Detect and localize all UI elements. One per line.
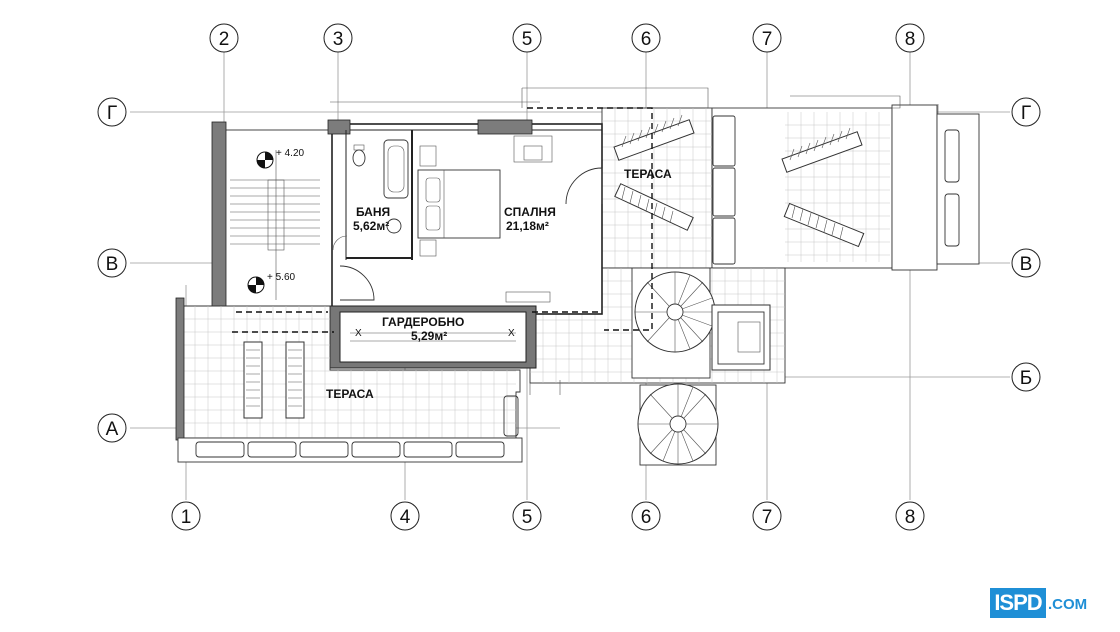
- axis-bubble-right-v: В: [1011, 248, 1041, 278]
- axis-label: 6: [641, 29, 652, 50]
- axis-bubble-left-a: А: [97, 413, 127, 443]
- level-label: + 5.60: [267, 272, 296, 283]
- axis-bubble-left-g: Г: [97, 97, 127, 127]
- sun-lounger-icon: [285, 341, 305, 419]
- room-label-bedroom: СПАЛНЯ: [504, 205, 556, 219]
- axis-bubble-bottom-6: 6: [631, 501, 661, 531]
- room-label-terrace-upper: ТЕРАСА: [624, 167, 672, 181]
- room-label-terrace-lower: ТЕРАСА: [326, 387, 374, 401]
- axis-bubble-top-6: 6: [631, 23, 661, 53]
- axis-label: 6: [641, 507, 652, 528]
- room-area-bedroom: 21,18м²: [506, 219, 549, 233]
- room-area-bathroom: 5,62м²: [353, 219, 389, 233]
- axis-label: 7: [762, 29, 773, 50]
- wall: [211, 121, 227, 335]
- door-mark: X: [508, 328, 515, 339]
- axis-bubble-top-2: 2: [209, 23, 239, 53]
- sun-lounger-icon: [614, 183, 694, 231]
- outline-edges: [529, 95, 939, 395]
- spiral-staircase-icon: [634, 271, 716, 353]
- logo-badge: ISPD: [990, 588, 1046, 618]
- axis-label: Г: [107, 103, 117, 124]
- door-mark: X: [355, 328, 362, 339]
- lower-terrace-area: [175, 297, 523, 463]
- axis-bubble-top-7: 7: [752, 23, 782, 53]
- deck-area: [529, 267, 786, 466]
- room-area-wardrobe: 5,29м²: [411, 329, 447, 343]
- axis-bubble-bottom-8: 8: [895, 501, 925, 531]
- wardrobe: X X: [329, 305, 537, 369]
- room-label-bathroom: БАНЯ: [356, 205, 390, 219]
- stair-hall: [211, 121, 333, 335]
- axis-label: 3: [333, 29, 344, 50]
- axis-label: 4: [400, 507, 411, 528]
- axis-label: 2: [219, 29, 230, 50]
- axis-bubble-right-b: Б: [1011, 362, 1041, 392]
- axis-label: Г: [1021, 103, 1031, 124]
- sun-lounger-icon: [781, 127, 863, 173]
- axis-label: В: [106, 254, 119, 275]
- level-marker-upper: + 4.20: [256, 148, 305, 169]
- bedroom-block: [327, 119, 603, 315]
- logo-domain: .COM: [1048, 596, 1088, 613]
- axis-label: 5: [522, 507, 533, 528]
- level-marker-lower: + 5.60: [247, 272, 296, 294]
- axis-label: 8: [905, 29, 916, 50]
- axis-bubble-bottom-5: 5: [512, 501, 542, 531]
- roof-edge: [330, 87, 709, 108]
- axis-bubble-right-g: Г: [1011, 97, 1041, 127]
- site-logo: ISPD .COM: [990, 588, 1116, 618]
- roof-outline: [232, 107, 653, 333]
- axis-bubble-top-3: 3: [323, 23, 353, 53]
- axis-label: Б: [1020, 368, 1032, 389]
- sun-lounger-icon: [243, 341, 263, 419]
- axis-bubble-bottom-7: 7: [752, 501, 782, 531]
- room-label-wardrobe: ГАРДЕРОБНО: [382, 315, 464, 329]
- axis-bubble-left-v: В: [97, 248, 127, 278]
- axis-label: 5: [522, 29, 533, 50]
- axis-label: 7: [762, 507, 773, 528]
- axis-label: А: [106, 419, 119, 440]
- axis-bubble-bottom-1: 1: [171, 501, 201, 531]
- spiral-staircase-icon: [637, 383, 719, 465]
- axis-bubble-top-5: 5: [512, 23, 542, 53]
- axis-label: В: [1020, 254, 1033, 275]
- axis-bubble-top-8: 8: [895, 23, 925, 53]
- axis-bubble-bottom-4: 4: [390, 501, 420, 531]
- axis-label: 8: [905, 507, 916, 528]
- upper-terrace-area: [601, 104, 980, 271]
- axis-label: 1: [181, 507, 192, 528]
- level-label: + 4.20: [276, 148, 305, 159]
- sun-lounger-icon: [783, 202, 865, 248]
